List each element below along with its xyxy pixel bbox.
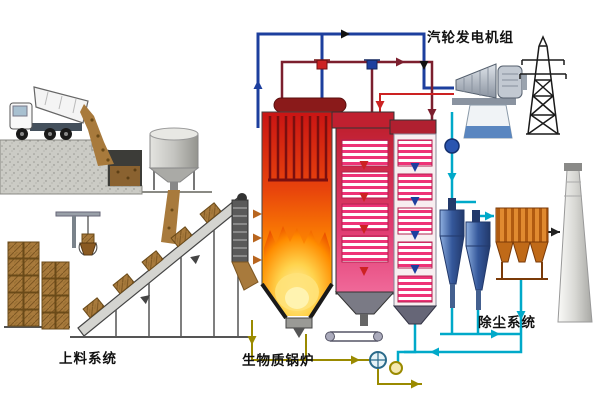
steam-turbine-icon <box>455 63 497 99</box>
induced-draft-fans <box>369 351 403 375</box>
label-feeding-system: 上料系统 <box>59 351 117 366</box>
feedwater-pipe <box>379 93 454 112</box>
grab-crane-icon <box>55 211 101 256</box>
generator-icon <box>497 65 523 99</box>
furnace <box>260 111 334 338</box>
feed-pump-icon <box>444 138 460 154</box>
air-pipes <box>251 320 422 385</box>
ash-conveyor <box>325 331 383 342</box>
storage-silo <box>148 127 200 244</box>
label-dust-removal: 除尘系统 <box>478 315 536 330</box>
economizer-stack <box>389 119 438 325</box>
feed-chute <box>231 199 259 291</box>
transmission-tower-icon <box>519 35 567 135</box>
second-pass <box>331 111 396 326</box>
hot-water-pipes <box>280 60 434 132</box>
label-biomass-boiler: 生物质锅炉 <box>242 353 315 368</box>
label-turbine-unit: 汽轮发电机组 <box>427 30 514 45</box>
straw-bale-stacks <box>4 241 70 330</box>
bag-filter-dust-collector <box>495 207 549 280</box>
chimney-icon <box>557 163 593 323</box>
steam-pipes <box>256 32 454 128</box>
dump-truck-icon <box>9 86 114 166</box>
valves <box>314 59 380 70</box>
steam-drum <box>273 97 347 113</box>
cyclone-separators <box>439 198 491 310</box>
steam-turbine-generator <box>444 63 527 154</box>
